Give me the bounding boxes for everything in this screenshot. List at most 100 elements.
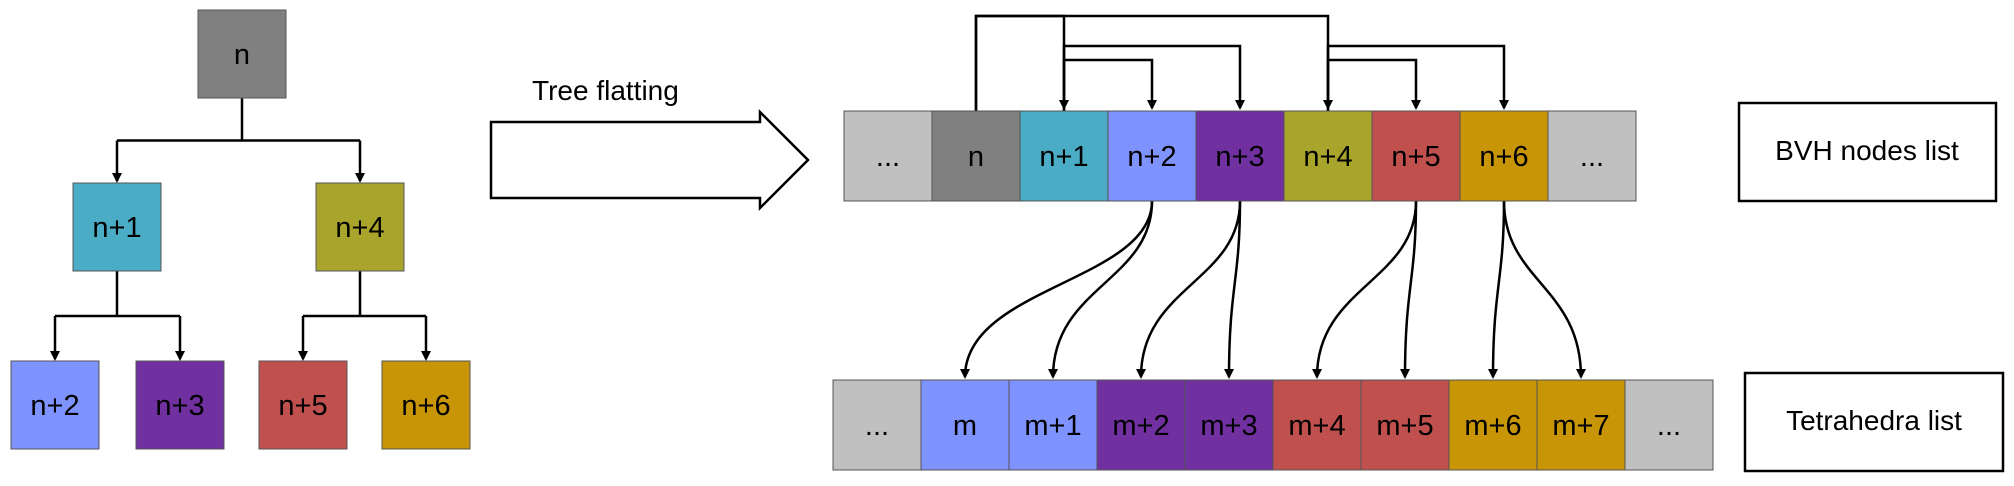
tree-node-n-plus-6-label: n+6: [401, 390, 450, 422]
tet-cell-7-m-plus-6-fill: [1448, 379, 1538, 471]
tet-cell-2-m-plus-1: m+1: [1008, 379, 1098, 471]
tree-node-n-plus-4: n+4: [315, 182, 405, 272]
tet-cell-2-m-plus-1-fill: [1008, 379, 1098, 471]
tet-cell-1-m: m: [920, 379, 1010, 471]
tet-cell-3-m-plus-2: m+2: [1096, 379, 1186, 471]
flatten-arrow: Tree flatting: [489, 75, 810, 212]
bvh-cell-1-n-label: n: [968, 141, 984, 173]
tree-node-n-fill: [197, 9, 287, 99]
tet-cell-8-m-plus-7-label: m+7: [1552, 410, 1609, 442]
tet-cell-1-m-fill: [920, 379, 1010, 471]
tet-cell-4-m-plus-3-label: m+3: [1200, 410, 1257, 442]
bvh-cell-2-n-plus-1-fill: [1019, 110, 1109, 202]
tet-cell-9-ellipsis: ...: [1624, 379, 1714, 471]
tet-cell-4-m-plus-3: m+3: [1184, 379, 1274, 471]
bvh-cell-7-n-plus-6: n+6: [1459, 110, 1549, 202]
bvh-nodes-list: ... n n+1 n+2 n+3 n+4 n+5 n+6...: [843, 110, 1637, 202]
tree-diagram: n n+1 n+4 n+2 n+3 n+5 n+6: [10, 9, 471, 450]
bvh-cell-4-n-plus-3-fill: [1195, 110, 1285, 202]
tet-cell-0-ellipsis-fill: [832, 379, 922, 471]
tet-cell-6-m-plus-5-label: m+5: [1376, 410, 1433, 442]
bvh-cell-6-n-plus-5: n+5: [1371, 110, 1461, 202]
tet-cell-6-m-plus-5-fill: [1360, 379, 1450, 471]
bvh-link-5-to-7: [1326, 44, 1509, 111]
bvh-cell-3-n-plus-2-label: n+2: [1127, 141, 1176, 173]
bvh-cell-4-n-plus-3: n+3: [1195, 110, 1285, 202]
leaf-link-7-to-8: [1502, 200, 1586, 379]
tet-cell-4-m-plus-3-fill: [1184, 379, 1274, 471]
leaf-link-6-to-5: [1312, 200, 1418, 379]
leaf-link-4-to-3: [1136, 200, 1242, 379]
leaf-link-6-to-6: [1400, 200, 1418, 379]
tree-node-n-plus-5: n+5: [258, 360, 348, 450]
tree-node-n-plus-5-fill: [258, 360, 348, 450]
tet-cell-7-m-plus-6: m+6: [1448, 379, 1538, 471]
bvh-cell-7-n-plus-6-label: n+6: [1479, 141, 1528, 173]
leaf-link-3-to-2: [1048, 200, 1154, 379]
tet-cell-5-m-plus-4-label: m+4: [1288, 410, 1345, 442]
tet-cell-3-m-plus-2-label: m+2: [1112, 410, 1169, 442]
bvh-cell-4-n-plus-3-label: n+3: [1215, 141, 1264, 173]
tree-node-n-plus-6-fill: [381, 360, 471, 450]
bvh-cell-2-n-plus-1-label: n+1: [1039, 141, 1088, 173]
tree-node-n: n: [197, 9, 287, 99]
tet-cell-9-ellipsis-label: ...: [1657, 410, 1681, 442]
bvh-cell-3-n-plus-2: n+2: [1107, 110, 1197, 202]
bvh-caption-box: BVH nodes list: [1737, 101, 1998, 203]
bvh-cell-6-n-plus-5-fill: [1371, 110, 1461, 202]
leaf-tetrahedra-links: [960, 200, 1586, 379]
bvh-link-2-to-3: [1062, 58, 1157, 111]
tree-node-n-plus-4-fill: [315, 182, 405, 272]
tet-cell-3-m-plus-2-fill: [1096, 379, 1186, 471]
leaf-link-3-to-1: [960, 200, 1154, 379]
tree-node-n-plus-1-fill: [72, 182, 162, 272]
bvh-cell-5-n-plus-4: n+4: [1283, 110, 1373, 202]
tetrahedra-caption: Tetrahedra list: [1786, 405, 1962, 436]
tree-node-n-plus-4-label: n+4: [335, 212, 384, 244]
tree-node-n-plus-1: n+1: [72, 182, 162, 272]
tet-cell-0-ellipsis: ...: [832, 379, 922, 471]
tree-node-n-plus-2-label: n+2: [30, 390, 79, 422]
tet-cell-0-ellipsis-label: ...: [865, 410, 889, 442]
bvh-cell-7-n-plus-6-fill: [1459, 110, 1549, 202]
bvh-cell-8-ellipsis: ...: [1547, 110, 1637, 202]
bvh-caption: BVH nodes list: [1775, 135, 1959, 166]
tree-node-n-plus-1-label: n+1: [92, 212, 141, 244]
bvh-cell-0-ellipsis-fill: [843, 110, 933, 202]
tree-node-n-label: n: [234, 39, 250, 71]
bvh-cell-0-ellipsis: ...: [843, 110, 933, 202]
tree-node-n-plus-6: n+6: [381, 360, 471, 450]
tet-cell-6-m-plus-5: m+5: [1360, 379, 1450, 471]
tree-node-n-plus-2: n+2: [10, 360, 100, 450]
tree-node-n-plus-2-fill: [10, 360, 100, 450]
tet-cell-2-m-plus-1-label: m+1: [1024, 410, 1081, 442]
leaf-link-7-to-7: [1488, 200, 1506, 379]
tet-cell-5-m-plus-4: m+4: [1272, 379, 1362, 471]
tree-node-n-plus-5-label: n+5: [278, 390, 327, 422]
tet-cell-8-m-plus-7-fill: [1536, 379, 1626, 471]
tetrahedra-list: ... m m+1 m+2 m+3 m+4 m+5 m+6 m+7...: [832, 379, 1714, 471]
tet-cell-8-m-plus-7: m+7: [1536, 379, 1626, 471]
bvh-link-5-to-6: [1326, 58, 1421, 111]
bvh-cell-0-ellipsis-label: ...: [876, 141, 900, 173]
bvh-link-1-to-2: [974, 14, 1069, 111]
bvh-cell-8-ellipsis-fill: [1547, 110, 1637, 202]
bvh-cell-1-n: n: [931, 110, 1021, 202]
bvh-link-2-to-4: [1062, 44, 1245, 111]
tetrahedra-caption-box: Tetrahedra list: [1743, 371, 2005, 473]
bvh-cell-2-n-plus-1: n+1: [1019, 110, 1109, 202]
bvh-cell-1-n-fill: [931, 110, 1021, 202]
bvh-cell-5-n-plus-4-label: n+4: [1303, 141, 1352, 173]
bvh-cell-6-n-plus-5-label: n+5: [1391, 141, 1440, 173]
bvh-cell-3-n-plus-2-fill: [1107, 110, 1197, 202]
tet-cell-7-m-plus-6-label: m+6: [1464, 410, 1521, 442]
tree-node-n-plus-3: n+3: [135, 360, 225, 450]
tree-node-n-plus-3-label: n+3: [155, 390, 204, 422]
bvh-cell-8-ellipsis-label: ...: [1580, 141, 1604, 173]
tet-cell-9-ellipsis-fill: [1624, 379, 1714, 471]
leaf-link-4-to-4: [1224, 200, 1242, 379]
tet-cell-1-m-label: m: [953, 410, 977, 442]
bvh-child-links: [974, 14, 1509, 111]
bvh-cell-5-n-plus-4-fill: [1283, 110, 1373, 202]
